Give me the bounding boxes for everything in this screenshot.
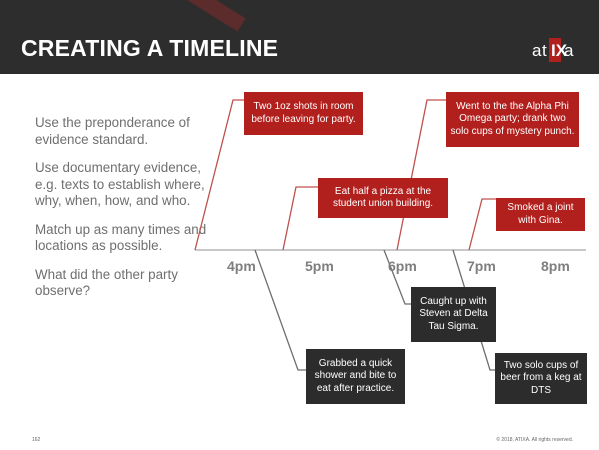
timeline-event-box: Grabbed a quick shower and bite to eat a…	[306, 349, 405, 404]
timeline-tick-label: 8pm	[541, 258, 570, 274]
svg-text:a: a	[564, 41, 574, 60]
atixa-logo-graphic: a t IX a	[532, 38, 574, 62]
bullet-item: Use the preponderance of evidence standa…	[35, 115, 190, 147]
title-bar	[0, 0, 599, 74]
svg-text:a: a	[532, 41, 542, 60]
timeline-tick-label: 6pm	[388, 258, 417, 274]
connector-line	[468, 198, 496, 251]
bullet-item: What did the other party observe?	[35, 266, 178, 299]
timeline-tick-label: 5pm	[305, 258, 334, 274]
bullet-item: Match up as many times and locations as …	[35, 221, 207, 254]
timeline-event-box: Smoked a joint with Gina.	[496, 198, 585, 231]
svg-text:IX: IX	[551, 41, 568, 60]
copyright-text: © 2018, ATIXA. All rights reserved.	[496, 437, 573, 443]
connector-line	[282, 186, 318, 251]
svg-text:t: t	[542, 41, 547, 60]
bullet-list: Use the preponderance of evidence standa…	[35, 115, 210, 312]
connector-line	[194, 99, 244, 251]
slide-title: CREATING A TIMELINE	[21, 35, 279, 61]
timeline-event-box: Two 1oz shots in room before leaving for…	[244, 92, 363, 135]
atixa-logo-icon: a t IX a	[530, 37, 578, 63]
timeline-tick-label: 7pm	[467, 258, 496, 274]
connector-line	[396, 99, 446, 251]
timeline-event-box: Went to the the Alpha Phi Omega party; d…	[446, 92, 579, 147]
timeline-event-box: Caught up with Steven at Delta Tau Sigma…	[411, 287, 496, 342]
connector-line	[254, 249, 306, 371]
bullet-item: Use documentary evidence, e.g. texts to …	[35, 160, 205, 208]
connector-line	[383, 249, 411, 305]
page-number: 162	[32, 437, 41, 443]
timeline-event-box: Eat half a pizza at the student union bu…	[318, 178, 448, 218]
timeline-event-box: Two solo cups of beer from a keg at DTS	[495, 353, 587, 404]
timeline-tick-label: 4pm	[227, 258, 256, 274]
